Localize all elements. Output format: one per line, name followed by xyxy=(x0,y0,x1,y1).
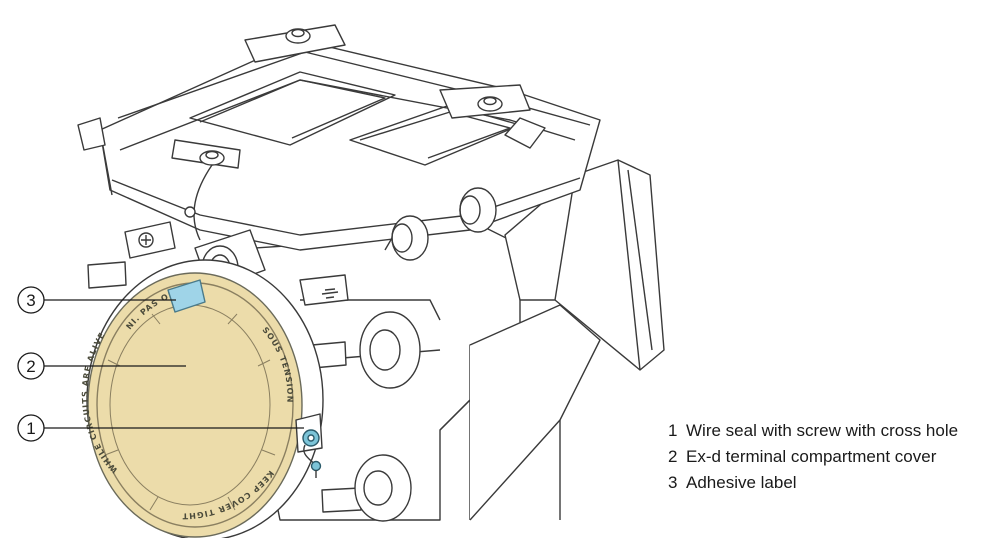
legend-item-3: 3 Adhesive label xyxy=(668,470,958,496)
legend-item-2: 2 Ex-d terminal compartment cover xyxy=(668,444,958,470)
legend-text: Adhesive label xyxy=(686,473,797,492)
top-screw-left xyxy=(199,150,225,166)
svg-text:3: 3 xyxy=(26,291,35,310)
top-screw-right xyxy=(477,96,503,112)
callout-1: 1 xyxy=(17,414,304,442)
nameplate-1 xyxy=(87,261,127,289)
adhesive-label xyxy=(167,279,206,313)
legend-number: 3 xyxy=(668,473,678,492)
side-knob xyxy=(77,117,106,151)
port-lower xyxy=(354,454,412,522)
ground-terminal xyxy=(299,274,349,306)
legend-number: 1 xyxy=(668,421,678,440)
top-screw-center xyxy=(285,28,311,44)
svg-text:2: 2 xyxy=(26,357,35,376)
wire-seal-screw xyxy=(295,413,323,478)
wire-crimp xyxy=(184,206,196,218)
mounting-bracket xyxy=(469,159,665,521)
plus-terminal xyxy=(124,221,176,259)
legend-number: 2 xyxy=(668,447,678,466)
cable-gland-right xyxy=(459,187,497,233)
nameplate-3 xyxy=(321,487,362,513)
callout-3: 3 xyxy=(17,286,176,314)
terminal-compartment-cover xyxy=(87,272,303,538)
port-upper xyxy=(359,311,421,389)
cable-gland-middle xyxy=(384,215,429,261)
legend-item-1: 1 Wire seal with screw with cross hole xyxy=(668,418,958,444)
top-enclosure xyxy=(99,24,601,251)
legend-text: Wire seal with screw with cross hole xyxy=(686,421,959,440)
svg-text:1: 1 xyxy=(26,419,35,438)
seal-wire xyxy=(193,164,213,241)
legend-text: Ex-d terminal compartment cover xyxy=(686,447,937,466)
callout-2: 2 xyxy=(17,352,186,380)
